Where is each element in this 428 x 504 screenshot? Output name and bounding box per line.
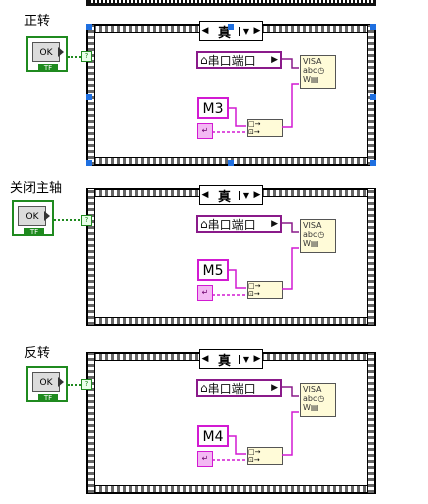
output-terminal-icon	[58, 377, 64, 387]
carriage-return-constant[interactable]: ↵	[197, 451, 213, 467]
boolean-wire	[68, 384, 88, 386]
boolean-wire	[54, 219, 88, 221]
tf-badge: TF	[38, 64, 58, 72]
case-selector-terminal: ?	[81, 379, 92, 390]
selection-handle[interactable]	[370, 160, 376, 166]
tf-badge: TF	[24, 228, 44, 236]
serial-port-constant[interactable]: ⌂ 串口端口 ▶	[196, 215, 282, 233]
chevron-down-icon[interactable]: ▼	[239, 26, 252, 36]
home-icon: ⌂	[200, 381, 208, 395]
chevron-down-icon[interactable]: ▼	[239, 190, 252, 200]
output-terminal-icon	[44, 211, 50, 221]
home-icon: ⌂	[200, 53, 208, 67]
case-structure-top-partial	[86, 0, 376, 6]
control-label: 关闭主轴	[10, 181, 63, 196]
control-label: 反转	[24, 346, 51, 361]
command-string-constant[interactable]: M5	[197, 259, 229, 281]
prev-case-icon[interactable]: ◀	[201, 190, 209, 200]
selection-handle[interactable]	[86, 24, 92, 30]
serial-port-label: 串口端口	[207, 53, 256, 68]
next-case-icon[interactable]: ▶	[253, 354, 261, 364]
case-selector-value: 真	[217, 25, 231, 41]
next-case-icon[interactable]: ▶	[253, 26, 261, 36]
ok-button-face[interactable]: OK	[32, 42, 60, 62]
chevron-right-icon: ▶	[271, 383, 278, 393]
visa-resource-wire	[281, 58, 299, 69]
control-label: 正转	[24, 14, 51, 29]
boolean-control-forward[interactable]: OK TF	[26, 36, 68, 72]
serial-port-label: 串口端口	[207, 381, 256, 396]
concatenate-strings-node[interactable]: □→⊡→	[247, 447, 283, 465]
serial-port-label: 串口端口	[207, 217, 256, 232]
tf-badge: TF	[38, 394, 58, 402]
case-selector-terminal: ?	[81, 215, 92, 226]
carriage-return-constant[interactable]: ↵	[197, 123, 213, 139]
selection-handle[interactable]	[86, 160, 92, 166]
serial-port-constant[interactable]: ⌂ 串口端口 ▶	[196, 379, 282, 397]
carriage-return-constant[interactable]: ↵	[197, 285, 213, 301]
case-selector[interactable]: ◀ 真 ▼ ▶	[199, 21, 263, 41]
selection-handle[interactable]	[228, 24, 234, 30]
chevron-right-icon: ▶	[271, 55, 278, 65]
boolean-control-stop-spindle[interactable]: OK TF	[12, 200, 54, 236]
prev-case-icon[interactable]: ◀	[201, 26, 209, 36]
case-selector[interactable]: ◀ 真 ▼ ▶	[199, 349, 263, 369]
case-selector[interactable]: ◀ 真 ▼ ▶	[199, 185, 263, 205]
selection-handle[interactable]	[370, 94, 376, 100]
boolean-control-reverse[interactable]: OK TF	[26, 366, 68, 402]
visa-resource-wire	[281, 222, 299, 233]
case-selector-value: 真	[217, 189, 231, 205]
selection-handle[interactable]	[228, 160, 234, 166]
concat-output-wire	[282, 247, 299, 290]
next-case-icon[interactable]: ▶	[253, 190, 261, 200]
string-wire	[228, 269, 246, 289]
serial-port-constant[interactable]: ⌂ 串口端口 ▶	[196, 51, 282, 69]
output-terminal-icon	[58, 47, 64, 57]
selection-handle[interactable]	[86, 94, 92, 100]
home-icon: ⌂	[200, 217, 208, 231]
concatenate-strings-node[interactable]: □→⊡→	[247, 281, 283, 299]
visa-resource-wire	[281, 386, 299, 397]
concat-output-wire	[282, 83, 299, 128]
concatenate-strings-node[interactable]: □→⊡→	[247, 119, 283, 137]
boolean-wire	[68, 56, 88, 58]
case-selector-terminal: ?	[81, 51, 92, 62]
chevron-down-icon[interactable]: ▼	[239, 354, 252, 364]
selection-handle[interactable]	[370, 24, 376, 30]
string-wire	[228, 107, 246, 127]
prev-case-icon[interactable]: ◀	[201, 354, 209, 364]
string-wire	[228, 435, 246, 455]
case-selector-value: 真	[217, 353, 231, 369]
concat-output-wire	[282, 411, 299, 456]
chevron-right-icon: ▶	[271, 219, 278, 229]
